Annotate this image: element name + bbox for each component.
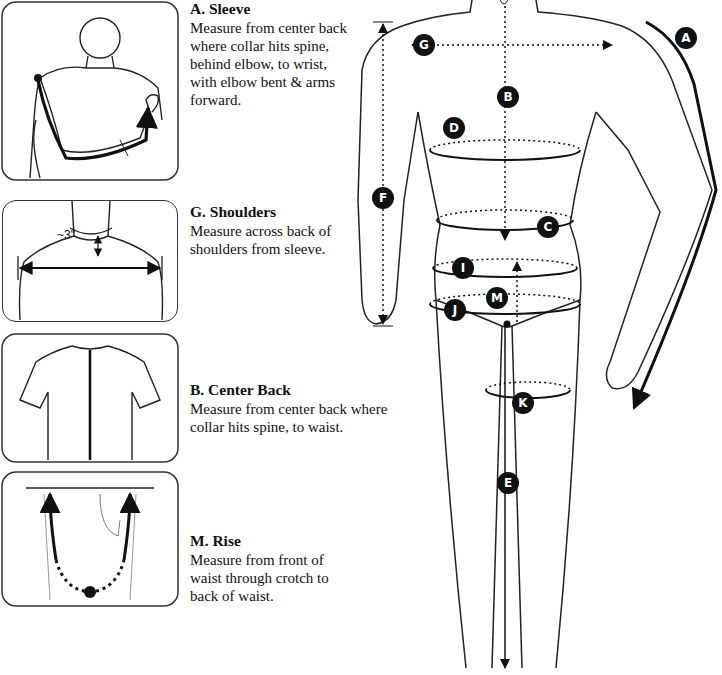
rise-panel-part	[26, 487, 154, 488]
callout-circle: C	[537, 216, 559, 238]
callout-circle: K	[512, 392, 534, 414]
rise-line	[516, 262, 518, 322]
instruction-text: Measure across back of shoulders from sl…	[190, 222, 345, 258]
callout-letter: I	[461, 262, 465, 274]
shoulders-sketch-part	[70, 228, 112, 234]
callout-letter: D	[449, 122, 459, 134]
callout-circle: E	[497, 472, 519, 494]
body-outline-part	[556, 112, 596, 668]
shoulders-sketch	[18, 201, 163, 320]
body-outline-part	[536, 0, 712, 389]
sleeve-panel-part	[40, 67, 162, 120]
center-back-panel	[2, 334, 178, 462]
instruction-text: Measure from center back where collar hi…	[190, 400, 415, 436]
illustration-panel: ~3"	[2, 200, 178, 322]
sleeve-panel-part	[86, 56, 114, 68]
section-heading: M. Rise	[190, 532, 350, 550]
shoulders-sketch-part	[97, 236, 98, 256]
rise-panel-part	[124, 494, 130, 560]
sleeve-line	[634, 22, 716, 408]
callout-circle: G	[413, 34, 435, 56]
callout-circle: A	[675, 27, 697, 49]
measurement-lines	[373, 6, 716, 668]
sleeve-panel-part	[120, 140, 128, 156]
length-line	[382, 24, 384, 324]
callout-circle: F	[372, 187, 394, 209]
center-back-panel-part	[72, 346, 108, 349]
sleeve-panel-part	[80, 18, 120, 58]
shoulders-sketch-part	[18, 256, 162, 280]
instruction-text: Measure from front of waist through crot…	[190, 551, 350, 605]
body-outline	[358, 0, 712, 668]
callout-letter: F	[379, 192, 387, 204]
rise-panel-part	[2, 472, 178, 606]
shoulders-sketch-part	[20, 267, 160, 269]
shoulders-sketch-part	[20, 236, 75, 320]
center-back-panel-part	[89, 350, 92, 460]
crotch-dot	[504, 321, 511, 328]
callout-letter: G	[419, 39, 429, 51]
callout-letter: E	[504, 477, 512, 489]
section-heading: B. Center Back	[190, 381, 420, 399]
center-back-panel-part	[108, 346, 160, 460]
rise-panel-part	[50, 494, 56, 560]
callout-letter: B	[503, 91, 512, 103]
section-heading: A. Sleeve	[190, 0, 350, 18]
rise-panel-part	[100, 494, 120, 536]
inseam-line	[504, 326, 506, 668]
rise-panel-part	[44, 494, 136, 600]
callout-circle: B	[497, 86, 519, 108]
body-outline-part	[418, 112, 466, 668]
sleeve-panel-part	[34, 74, 42, 82]
length-ticks	[373, 22, 393, 326]
sleeve-panel-part	[34, 120, 40, 178]
rise-panel-part	[84, 586, 96, 598]
callout-letter: A	[681, 32, 690, 44]
shoulders-sketch-part	[72, 201, 110, 236]
center-back-panel-part	[20, 346, 72, 460]
body-outline-part	[500, 0, 508, 4]
shoulder-line	[412, 44, 612, 46]
callout-letter: K	[518, 397, 527, 409]
sleeve-panel-part	[38, 80, 148, 159]
shoulders-sketch-part	[74, 236, 108, 240]
rise-panel	[2, 472, 178, 606]
callout-circle: J	[444, 299, 466, 321]
dimension-label: ~3"	[57, 229, 75, 242]
chest-back	[430, 140, 580, 150]
callout-circle: M	[486, 287, 508, 309]
center-back-line	[504, 6, 506, 240]
sleeve-panel-part	[30, 78, 40, 178]
callout-circle: I	[452, 257, 474, 279]
shoulders-sketch-part	[108, 236, 163, 320]
center-back-panel-part	[2, 334, 178, 462]
sleeve-panel-part	[2, 2, 178, 180]
chest-front	[430, 150, 580, 160]
callout-letter: J	[453, 304, 457, 316]
section-heading: G. Shoulders	[190, 203, 350, 221]
callout-letter: C	[544, 221, 553, 233]
callout-letter: M	[491, 292, 503, 304]
body-outline-part	[492, 326, 522, 668]
sleeve-panel	[2, 2, 178, 180]
thigh-back	[486, 382, 570, 390]
instruction-text: Measure from center back where collar hi…	[190, 19, 348, 109]
callout-circle: D	[443, 117, 465, 139]
